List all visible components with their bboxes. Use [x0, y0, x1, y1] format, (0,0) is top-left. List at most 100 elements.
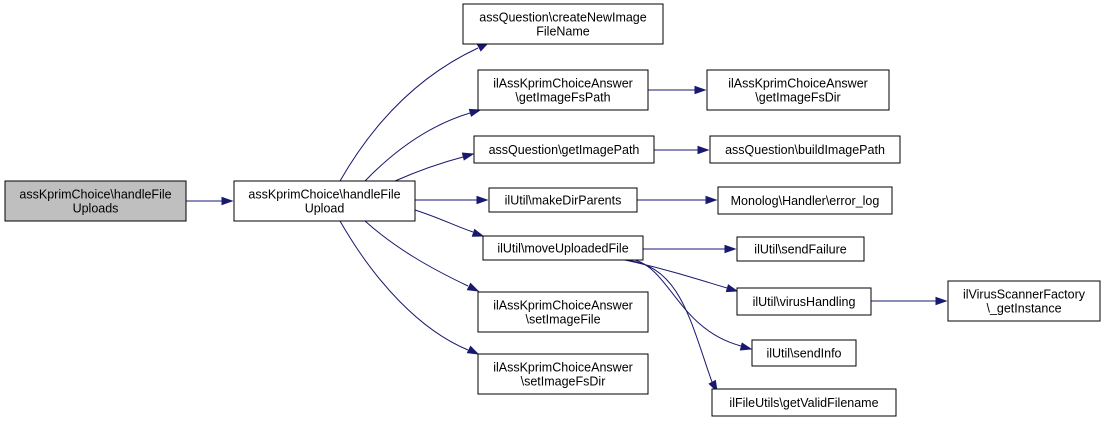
edge-line [339, 47, 479, 182]
node-label-line: assKprimChoice\handleFile [19, 188, 171, 202]
node-label-line: ilAssKprimChoiceAnswer [493, 77, 633, 91]
node-label-line: Uploads [73, 202, 119, 216]
edge-line [364, 220, 469, 287]
node-label-line: ilUtil\makeDirParents [505, 194, 622, 208]
node-label-line: \setImageFile [525, 313, 600, 327]
node-sendInfo[interactable]: ilUtil\sendInfo [751, 339, 857, 367]
edge-arrowhead [466, 282, 480, 292]
node-label-line: ilUtil\virusHandling [753, 295, 856, 309]
node-virusHandling[interactable]: ilUtil\virusHandling [736, 287, 872, 316]
node-label-line: ilVirusScannerFactory [963, 288, 1086, 302]
edge-moveUploaded-to-sendInfo [634, 259, 753, 351]
edge-line [364, 112, 471, 182]
edge-root-to-handle [186, 196, 234, 206]
node-label-line: ilFileUtils\getValidFilename [729, 396, 878, 410]
node-box [736, 236, 865, 262]
node-label-line: ilUtil\sendFailure [754, 243, 846, 257]
node-box [477, 353, 649, 395]
edge-arrowhead [697, 145, 710, 155]
edges-layer [186, 42, 948, 393]
node-box [711, 388, 897, 417]
node-box [736, 287, 872, 316]
edge-arrowhead [935, 296, 948, 306]
edge-line [414, 209, 474, 233]
node-buildImagePath[interactable]: assQuestion\buildImagePath [709, 135, 901, 164]
node-box [477, 291, 649, 333]
node-box [751, 339, 857, 367]
edge-handle-to-getFsPath [364, 108, 482, 182]
node-box [233, 180, 416, 222]
node-moveUploaded[interactable]: ilUtil\moveUploadedFile [482, 235, 644, 261]
node-label-line: assKprimChoice\handleFile [248, 188, 400, 202]
edge-moveUploaded-to-virusHandling [624, 259, 739, 293]
node-validFilename[interactable]: ilFileUtils\getValidFilename [711, 388, 897, 417]
node-label-line: \setImageFsDir [521, 375, 606, 389]
node-box [709, 135, 901, 164]
node-box [482, 235, 644, 261]
edge-moveUploaded-to-validFilename [624, 259, 718, 393]
edge-line [624, 259, 728, 289]
node-label-line: FileName [536, 25, 590, 39]
edge-arrowhead [471, 228, 485, 237]
edge-arrowhead [221, 196, 234, 206]
edge-moveUploaded-to-sendFailure [643, 244, 737, 254]
node-label-line: \_getInstance [986, 302, 1061, 316]
edge-getImagePath-to-buildImagePath [654, 145, 710, 155]
edge-arrowhead [708, 379, 718, 393]
edge-arrowhead [725, 284, 739, 293]
node-errorLog[interactable]: Monolog\Handler\error_log [717, 186, 893, 215]
edge-arrowhead [468, 108, 482, 117]
node-label-line: Monolog\Handler\error_log [731, 194, 880, 208]
node-label-line: ilUtil\sendInfo [766, 347, 841, 361]
edge-arrowhead [461, 152, 475, 161]
node-makeDirParents[interactable]: ilUtil\makeDirParents [488, 187, 638, 213]
edge-line [624, 259, 713, 383]
node-label-line: \getImageFsPath [515, 91, 610, 105]
edge-virusHandling-to-virusFactory [871, 296, 948, 306]
edge-arrowhead [739, 342, 753, 351]
node-box [488, 187, 638, 213]
node-setImageFile[interactable]: ilAssKprimChoiceAnswer\setImageFile [477, 291, 649, 333]
edge-handle-to-setImageFsDir [339, 220, 480, 355]
node-box [477, 69, 649, 111]
node-label-line: \getImageFsDir [755, 91, 840, 105]
edge-line [634, 259, 742, 347]
node-box [4, 180, 187, 222]
edge-arrowhead [705, 195, 718, 205]
edge-handle-to-moveUploaded [414, 209, 485, 237]
node-label-line: assQuestion\getImagePath [489, 143, 640, 157]
node-label-line: assQuestion\createNewImage [479, 11, 646, 25]
node-box [717, 186, 893, 215]
edge-handle-to-getImagePath [394, 152, 475, 182]
edge-handle-to-setImageFile [364, 220, 480, 292]
node-getFsDir[interactable]: ilAssKprimChoiceAnswer\getImageFsDir [706, 69, 890, 111]
edge-arrowhead [466, 345, 480, 355]
edge-handle-to-makeDirParents [415, 195, 489, 205]
edge-arrowhead [476, 195, 489, 205]
node-label-line: ilAssKprimChoiceAnswer [493, 361, 633, 375]
node-sendFailure[interactable]: ilUtil\sendFailure [736, 236, 865, 262]
node-getImagePath[interactable]: assQuestion\getImagePath [473, 135, 655, 164]
node-setImageFsDir[interactable]: ilAssKprimChoiceAnswer\setImageFsDir [477, 353, 649, 395]
node-label-line: ilAssKprimChoiceAnswer [493, 299, 633, 313]
node-box [462, 3, 664, 45]
node-label-line: Upload [305, 202, 345, 216]
edge-getFsPath-to-getFsDir [648, 85, 707, 95]
node-label-line: assQuestion\buildImagePath [725, 143, 885, 157]
edge-handle-to-createNew [339, 42, 490, 182]
node-label-line: ilAssKprimChoiceAnswer [728, 77, 868, 91]
edge-arrowhead [724, 244, 737, 254]
node-box [473, 135, 655, 164]
edge-arrowhead [694, 85, 707, 95]
node-box [706, 69, 890, 111]
node-virusFactory[interactable]: ilVirusScannerFactory\_getInstance [947, 280, 1101, 322]
node-label-line: ilUtil\moveUploadedFile [497, 242, 628, 256]
edge-line [394, 156, 464, 182]
edge-makeDirParents-to-errorLog [637, 195, 718, 205]
node-getFsPath[interactable]: ilAssKprimChoiceAnswer\getImageFsPath [477, 69, 649, 111]
nodes-layer: assKprimChoice\handleFileUploadsassKprim… [4, 3, 1101, 417]
